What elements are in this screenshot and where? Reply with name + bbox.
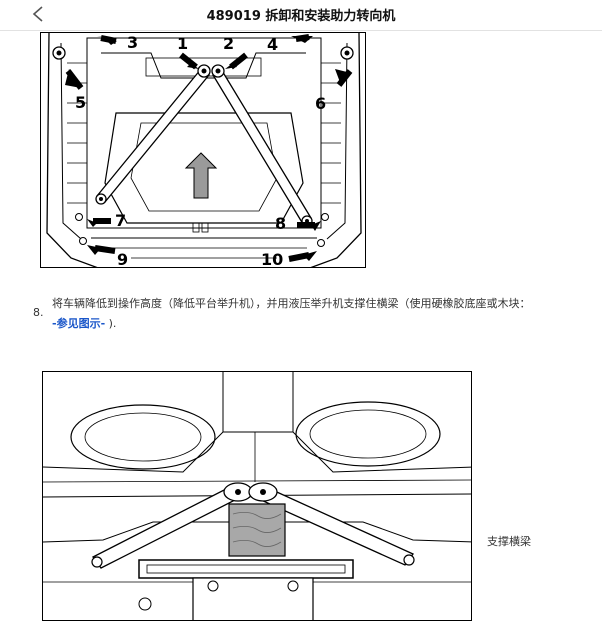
page-title: 489019 拆卸和安装助力转向机 — [206, 9, 396, 24]
strut-bolts-drawing: 1 2 3 4 5 6 7 8 9 10 — [46, 33, 362, 268]
chevron-left-icon — [32, 6, 43, 22]
label-7: 7 — [115, 211, 126, 230]
label-9: 9 — [117, 250, 128, 268]
support-crossmember-drawing — [43, 372, 471, 620]
label-8: 8 — [275, 214, 286, 233]
label-10: 10 — [261, 250, 283, 268]
step-text: 将车辆降低到操作高度（降低平台举升机），并用液压举升机支撑住横梁（使用硬橡胶底座… — [52, 297, 531, 310]
label-1: 1 — [177, 34, 188, 53]
back-button[interactable] — [26, 2, 50, 26]
figure-support-crossmember — [42, 371, 472, 621]
label-3: 3 — [127, 33, 138, 52]
app-header: 489019 拆卸和安装助力转向机 — [0, 0, 602, 31]
step-number: 8. — [33, 306, 44, 319]
label-6: 6 — [315, 94, 326, 113]
label-2: 2 — [223, 34, 234, 53]
step-suffix: ). — [108, 317, 117, 330]
step-instruction: 将车辆降低到操作高度（降低平台举升机），并用液压举升机支撑住横梁（使用硬橡胶底座… — [52, 294, 582, 334]
see-figure-link[interactable]: -参见图示- — [52, 317, 106, 330]
figure-strut-bolts: 1 2 3 4 5 6 7 8 9 10 — [40, 32, 366, 268]
label-5: 5 — [75, 93, 86, 112]
callout-support-crossmember: 支撑横梁 — [487, 535, 531, 548]
label-4: 4 — [267, 35, 278, 54]
